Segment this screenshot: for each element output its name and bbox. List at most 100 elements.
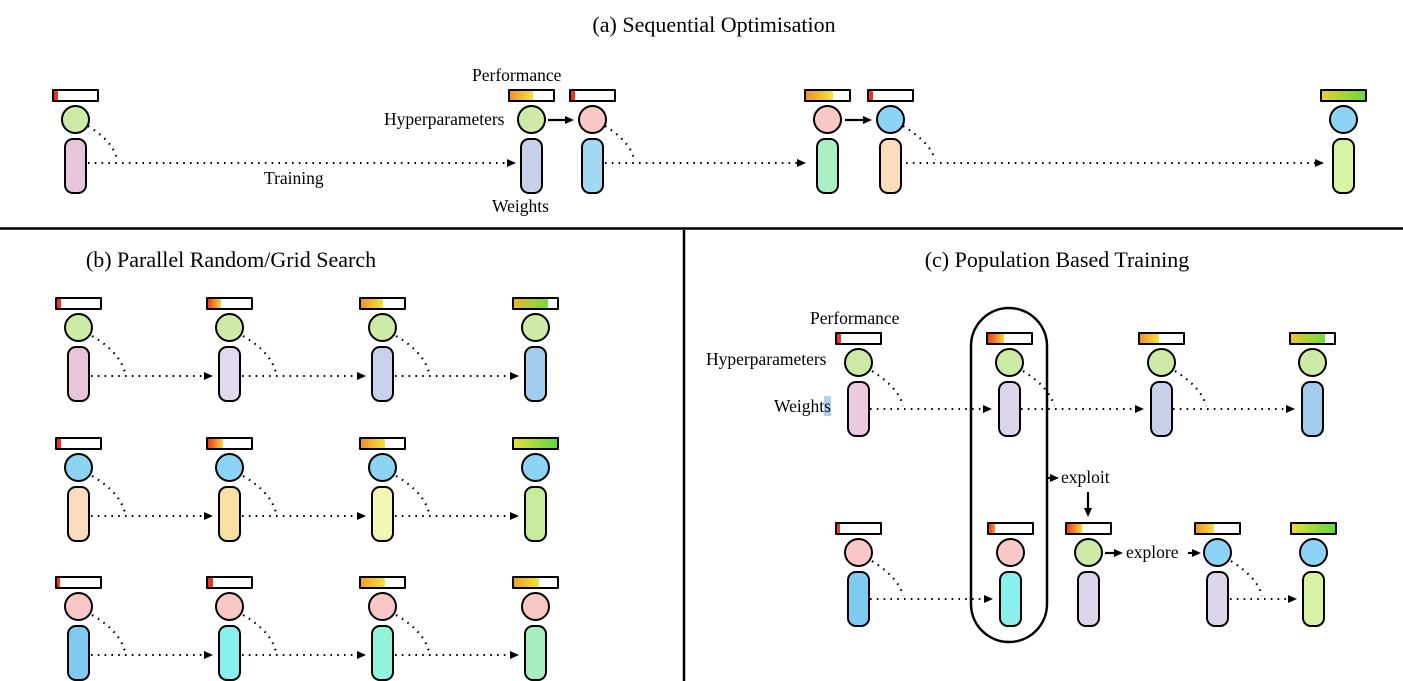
worker-b22-performance-fill (208, 439, 223, 448)
worker-b24-weights-body (524, 486, 547, 542)
worker-b13 (359, 297, 406, 402)
worker-a6-performance-bar (1320, 89, 1367, 102)
panel-c-weights-label: Weights (774, 396, 831, 416)
worker-c21-hyperparameters-circle (844, 538, 873, 567)
worker-c22-performance-bar (987, 522, 1034, 535)
worker-b13-weights-body (371, 346, 394, 402)
worker-a4 (804, 89, 851, 194)
worker-b32-hyperparameters-circle (215, 592, 244, 621)
worker-c14-performance-fill (1291, 334, 1326, 343)
worker-a1 (52, 89, 99, 194)
worker-a5 (867, 89, 914, 194)
worker-b33 (359, 576, 406, 681)
worker-b31 (55, 576, 102, 681)
worker-c13-performance-fill (1140, 334, 1160, 343)
worker-b21-weights-body (67, 486, 90, 542)
worker-c13-weights-body (1150, 381, 1173, 437)
worker-b14-hyperparameters-circle (521, 313, 550, 342)
worker-b31-hyperparameters-circle (64, 592, 93, 621)
worker-a3 (569, 89, 616, 194)
worker-b14 (512, 297, 559, 402)
worker-b32-performance-fill (208, 578, 213, 587)
worker-b34-hyperparameters-circle (521, 592, 550, 621)
worker-a3-hyperparameters-circle (578, 105, 607, 134)
worker-c24-weights-body (1206, 571, 1229, 627)
worker-c23-performance-fill (1067, 524, 1083, 533)
worker-c23-weights-body (1077, 571, 1100, 627)
worker-a3-weights-body (581, 138, 604, 194)
worker-b12 (206, 297, 253, 402)
worker-b34-performance-fill (514, 578, 539, 587)
worker-b34-performance-bar (512, 576, 559, 589)
worker-b12-weights-body (218, 346, 241, 402)
worker-b33-hyperparameters-circle (368, 592, 397, 621)
worker-b22-performance-bar (206, 437, 253, 450)
worker-a5-performance-bar (867, 89, 914, 102)
worker-b23-hyperparameters-circle (368, 453, 397, 482)
panel-a-title: (a) Sequential Optimisation (592, 12, 836, 37)
worker-b24-performance-bar (512, 437, 559, 450)
worker-c11 (835, 332, 882, 437)
worker-a4-hyperparameters-circle (813, 105, 842, 134)
worker-a5-weights-body (879, 138, 902, 194)
worker-b31-performance-fill (57, 578, 61, 587)
worker-b34-weights-body (524, 625, 547, 681)
worker-b21-performance-bar (55, 437, 102, 450)
panel-a-performance-label: Performance (472, 65, 562, 85)
worker-c21-performance-fill (837, 524, 841, 533)
worker-b12-performance-bar (206, 297, 253, 310)
worker-c12-weights-body (998, 381, 1021, 437)
worker-c25-performance-bar (1290, 522, 1337, 535)
worker-b32-performance-bar (206, 576, 253, 589)
worker-a6 (1320, 89, 1367, 194)
worker-b21 (55, 437, 102, 542)
worker-b31-weights-body (67, 625, 90, 681)
worker-c14-weights-body (1301, 381, 1324, 437)
panel-a-training-label: Training (264, 168, 324, 188)
worker-c13 (1138, 332, 1185, 437)
worker-c24-hyperparameters-circle (1203, 538, 1232, 567)
worker-c25 (1290, 522, 1337, 627)
worker-c21-performance-bar (835, 522, 882, 535)
worker-c23-performance-bar (1065, 522, 1112, 535)
worker-b11-performance-fill (57, 299, 61, 308)
panel-c-weights-selected-letter: s (824, 396, 831, 416)
worker-b24 (512, 437, 559, 542)
worker-c25-hyperparameters-circle (1299, 538, 1328, 567)
worker-b33-weights-body (371, 625, 394, 681)
worker-a2-performance-fill (510, 91, 533, 100)
worker-c11-performance-fill (837, 334, 841, 343)
worker-b23 (359, 437, 406, 542)
worker-b33-performance-fill (361, 578, 385, 587)
worker-c21 (835, 522, 882, 627)
training-arrows (88, 159, 1324, 659)
worker-c23 (1065, 522, 1112, 627)
panel-c-explore-label: explore (1126, 542, 1179, 562)
worker-b22-weights-body (218, 486, 241, 542)
worker-c12-performance-bar (986, 332, 1033, 345)
worker-a6-hyperparameters-circle (1329, 105, 1358, 134)
worker-c22-performance-fill (989, 524, 996, 533)
worker-c23-hyperparameters-circle (1074, 538, 1103, 567)
worker-a3-performance-fill (571, 91, 575, 100)
worker-b11-weights-body (67, 346, 90, 402)
worker-b21-hyperparameters-circle (64, 453, 93, 482)
worker-b13-performance-fill (361, 299, 383, 308)
worker-b33-performance-bar (359, 576, 406, 589)
panel-c-hyperparameters-label: Hyperparameters (706, 349, 827, 369)
worker-a4-performance-bar (804, 89, 851, 102)
worker-c25-weights-body (1302, 571, 1325, 627)
worker-b11 (55, 297, 102, 402)
worker-b13-performance-bar (359, 297, 406, 310)
worker-c24-performance-bar (1194, 522, 1241, 535)
worker-a2 (508, 89, 555, 194)
worker-b34 (512, 576, 559, 681)
worker-a5-hyperparameters-circle (876, 105, 905, 134)
panel-b-title: (b) Parallel Random/Grid Search (85, 247, 377, 272)
worker-c14-hyperparameters-circle (1298, 348, 1327, 377)
worker-c24 (1194, 522, 1241, 627)
worker-c12-performance-fill (988, 334, 1004, 343)
worker-b32-weights-body (218, 625, 241, 681)
panel-c-performance-label: Performance (810, 308, 900, 328)
worker-a4-weights-body (816, 138, 839, 194)
